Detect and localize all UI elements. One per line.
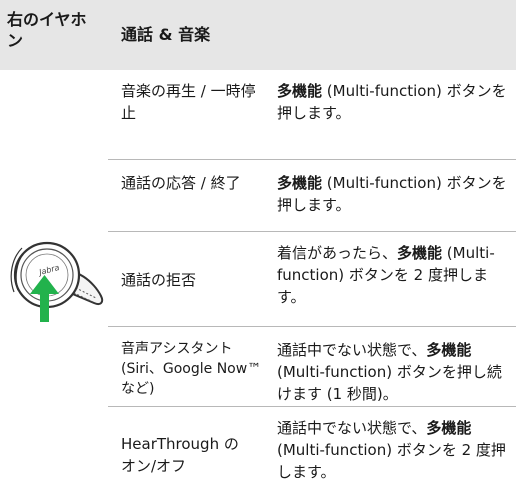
table-row: HearThrough のオン/オフ 通話中でない状態で、多機能 (Multi-…	[108, 406, 516, 496]
multifunction-bold: 多機能	[426, 341, 472, 359]
action-description: 着信があったら、多機能 (Multi-function) ボタンを 2 度押しま…	[277, 244, 495, 306]
table-row: 通話の応答 / 終了 多機能 (Multi-function) ボタンを押します…	[108, 159, 516, 232]
action-description: 多機能 (Multi-function) ボタンを押します。	[277, 174, 507, 214]
multifunction-bold: 多機能	[397, 244, 443, 262]
table-header: 右のイヤホン 通話 & 音楽	[0, 0, 516, 70]
earbud-column: Jabra	[0, 70, 108, 495]
action-label: 通話の応答 / 終了	[121, 174, 241, 192]
action-label: 通話の拒否	[121, 271, 197, 289]
header-right-earbud: 右のイヤホン	[7, 10, 87, 50]
multifunction-bold: 多機能	[426, 419, 472, 437]
multifunction-bold: 多機能	[277, 174, 323, 192]
earbud-illustration: Jabra	[10, 241, 104, 322]
action-label: 音楽の再生 / 一時停止	[121, 82, 256, 122]
action-description: 通話中でない状態で、多機能 (Multi-function) ボタンを 2 度押…	[277, 419, 506, 481]
earbud-icon: Jabra	[10, 241, 104, 309]
multifunction-bold: 多機能	[277, 82, 323, 100]
action-description: 多機能 (Multi-function) ボタンを押します。	[277, 82, 507, 122]
header-calls-music: 通話 & 音楽	[121, 25, 211, 44]
table-row: 音楽の再生 / 一時停止 多機能 (Multi-function) ボタンを押し…	[108, 70, 516, 159]
table-row: 音声アシスタント (Siri、Google Now™ など) 通話中でない状態で…	[108, 326, 516, 407]
action-description: 通話中でない状態で、多機能 (Multi-function) ボタンを押し続けま…	[277, 341, 502, 403]
action-label: HearThrough のオン/オフ	[121, 435, 239, 475]
press-arrow-icon	[30, 275, 59, 322]
table-row: 通話の拒否 着信があったら、多機能 (Multi-function) ボタンを …	[108, 231, 516, 327]
action-label: 音声アシスタント (Siri、Google Now™ など)	[121, 341, 262, 397]
